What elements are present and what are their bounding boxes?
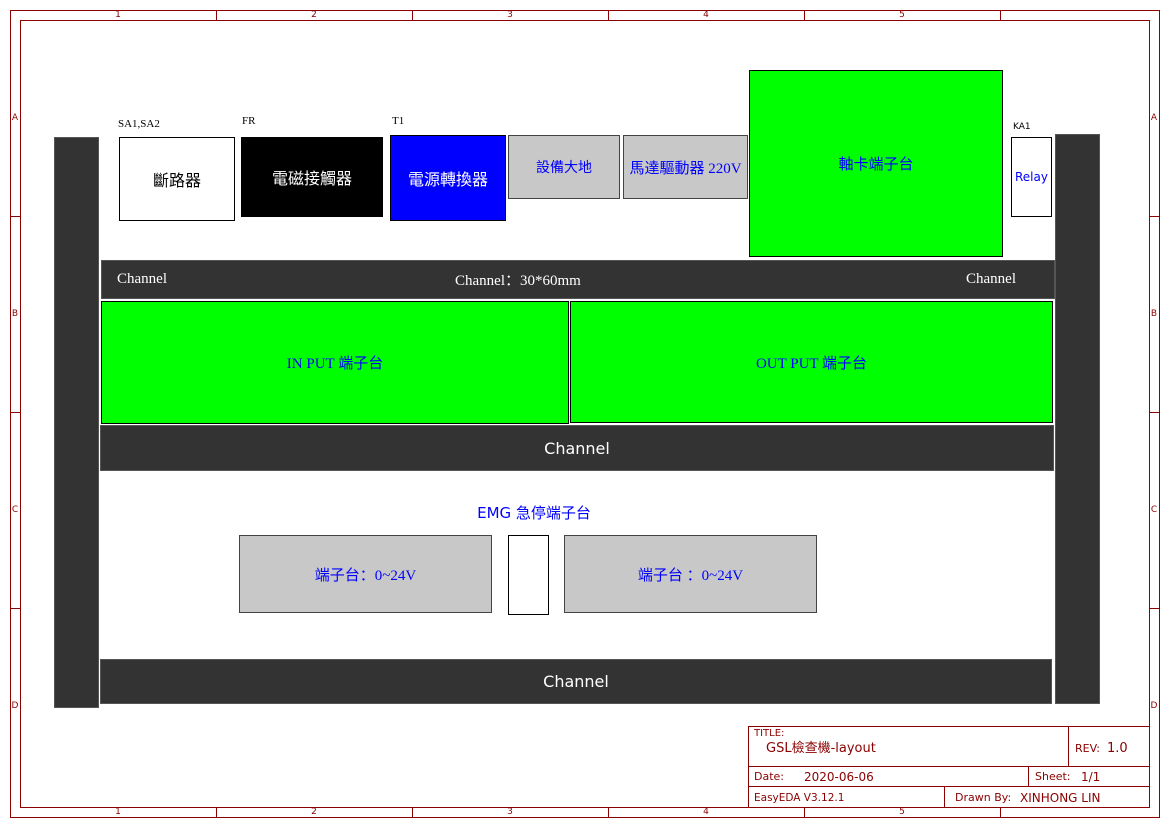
frame-row-label: B (11, 309, 19, 319)
relay-label: Relay (1015, 170, 1048, 184)
frame-row-label: A (11, 113, 19, 123)
emg-left-terminal-box[interactable]: 端子台：0~24V (239, 535, 492, 613)
frame-column-label: 4 (703, 807, 709, 817)
frame-tick (216, 10, 217, 20)
drawn-by-caption: Drawn By: (955, 791, 1012, 804)
middle-channel-label: Channel (544, 438, 610, 458)
frame-column-label: 2 (311, 807, 317, 817)
equipment-ground-label: 設備大地 (536, 161, 592, 176)
frame-column-label: 4 (703, 10, 709, 20)
drawing-frame-inner (20, 20, 1150, 808)
frame-column-label: 5 (899, 10, 905, 20)
input-terminal-box[interactable]: IN PUT 端子台 (101, 301, 569, 424)
top-channel-left-label: Channel (117, 271, 167, 287)
breaker-box[interactable]: 斷路器 (119, 137, 235, 221)
frame-column-label: 2 (311, 10, 317, 20)
frame-tick (10, 412, 20, 413)
drawn-by-value: XINHONG LIN (1020, 791, 1101, 805)
power-converter-box[interactable]: 電源轉換器 (390, 135, 506, 221)
frame-tick (1149, 608, 1159, 609)
title-caption: TITLE: (754, 728, 785, 739)
sheet-value: 1/1 (1081, 770, 1101, 784)
top-channel[interactable]: Channel Channel：30*60mm Channel (101, 260, 1055, 299)
emg-left-terminal-label: 端子台：0~24V (314, 567, 417, 584)
motor-driver-label: 馬達驅動器 220V (629, 160, 742, 177)
emg-right-terminal-box[interactable]: 端子台 ：0~24V (564, 535, 817, 613)
drawing-title: GSL檢查機-layout (766, 741, 876, 756)
motor-driver-box[interactable]: 馬達驅動器 220V (623, 135, 748, 199)
output-terminal-label: OUT PUT 端子台 (755, 355, 868, 372)
frame-tick (1000, 10, 1001, 20)
contactor-label: 電磁接觸器 (271, 171, 352, 188)
frame-row-label: B (1150, 309, 1158, 319)
input-terminal-label: IN PUT 端子台 (286, 356, 384, 372)
frame-tick (608, 807, 609, 817)
output-terminal-box[interactable]: OUT PUT 端子台 (570, 301, 1053, 423)
frame-tick (1149, 412, 1159, 413)
contactor-ref-label: FR (242, 115, 256, 127)
top-channel-size-label: Channel：30*60mm (455, 273, 581, 289)
power-converter-ref-label: T1 (392, 115, 405, 127)
sheet-caption: Sheet: (1035, 770, 1071, 783)
frame-tick (1000, 807, 1001, 817)
bottom-channel[interactable]: Channel (100, 659, 1052, 704)
frame-tick (804, 10, 805, 20)
frame-column-label: 1 (115, 807, 121, 817)
title-block-divider (749, 786, 1149, 787)
rev-value: 1.0 (1107, 741, 1128, 756)
emg-terminal-title: EMG 急停端子台 (477, 504, 591, 522)
title-block-divider (1028, 767, 1029, 787)
frame-row-label: A (1150, 113, 1158, 123)
bottom-channel-label: Channel (543, 672, 609, 691)
breaker-label: 斷路器 (152, 173, 201, 190)
title-block-divider (944, 787, 945, 808)
date-caption: Date: (754, 770, 784, 783)
frame-tick (804, 807, 805, 817)
drawing-frame-outer (10, 10, 1160, 818)
title-block-divider (1068, 727, 1069, 767)
contactor-box[interactable]: 電磁接觸器 (241, 137, 383, 217)
title-block-divider (749, 766, 1149, 767)
title-block: TITLE: GSL檢查機-layout REV: 1.0 Date: 2020… (748, 726, 1150, 808)
emg-stop-block[interactable] (508, 535, 549, 615)
frame-row-label: C (1150, 505, 1158, 515)
power-converter-label: 電源轉換器 (407, 172, 488, 189)
date-value: 2020-06-06 (804, 770, 874, 784)
frame-tick (1149, 216, 1159, 217)
equipment-ground-box[interactable]: 設備大地 (508, 135, 620, 199)
relay-ref-label: KA1 (1013, 122, 1031, 132)
top-channel-right-label: Channel (966, 271, 1016, 287)
relay-box[interactable]: Relay (1011, 137, 1052, 217)
frame-row-label: C (11, 505, 19, 515)
frame-tick (412, 10, 413, 20)
right-vertical-channel[interactable] (1055, 134, 1100, 704)
frame-tick (216, 807, 217, 817)
frame-column-label: 1 (115, 10, 121, 20)
axis-card-terminal-label: 軸卡端子台 (838, 157, 914, 173)
frame-row-label: D (11, 701, 19, 711)
frame-tick (608, 10, 609, 20)
frame-tick (10, 608, 20, 609)
frame-column-label: 3 (507, 10, 513, 20)
middle-channel[interactable]: Channel (100, 425, 1054, 471)
breaker-ref-label: SA1,SA2 (118, 118, 160, 130)
frame-tick (412, 807, 413, 817)
frame-column-label: 3 (507, 807, 513, 817)
emg-right-terminal-label: 端子台 ：0~24V (637, 567, 744, 584)
rev-caption: REV: (1075, 742, 1100, 755)
frame-row-label: D (1150, 701, 1158, 711)
axis-card-terminal-box[interactable]: 軸卡端子台 (749, 70, 1003, 257)
frame-tick (10, 216, 20, 217)
left-vertical-channel[interactable] (54, 137, 99, 708)
frame-column-label: 5 (899, 807, 905, 817)
software-version: EasyEDA V3.12.1 (754, 792, 845, 804)
